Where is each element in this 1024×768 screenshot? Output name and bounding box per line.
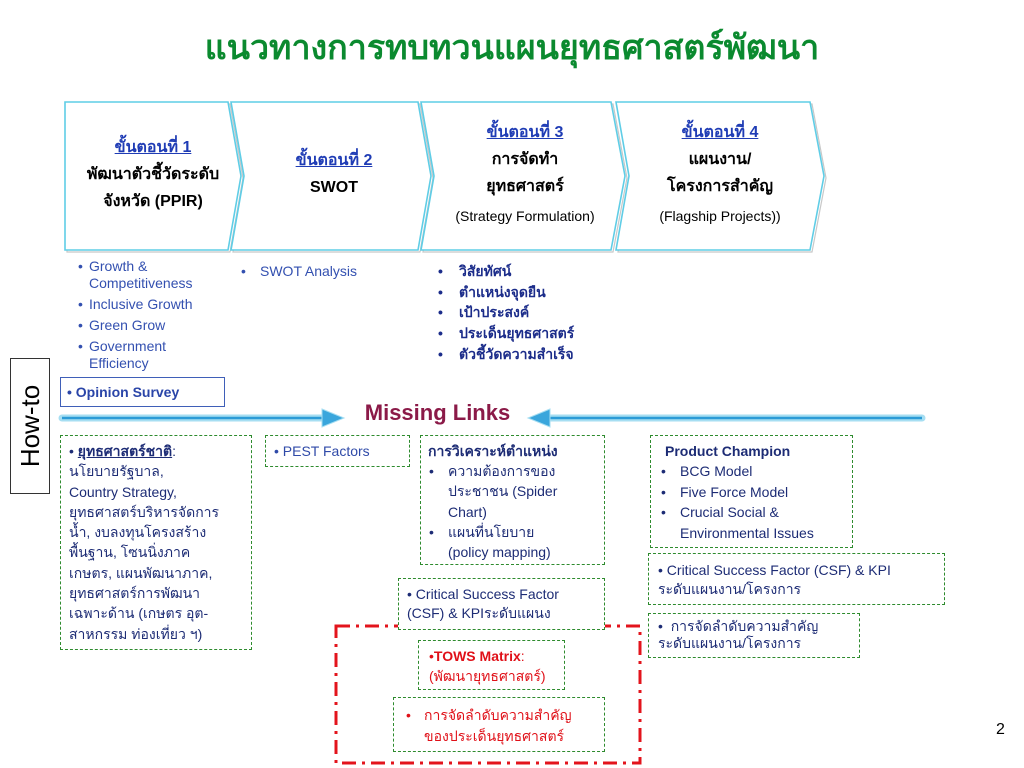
list-item: Crucial Social & Environmental Issues bbox=[660, 502, 840, 543]
text-line: (policy mapping) bbox=[448, 544, 551, 561]
list-item: ความต้องการของ ประชาชน (Spider Chart) bbox=[428, 461, 597, 522]
step-3-bullet-list: วิสัยทัศน์ ตำแหน่งจุดยืน เป้าประสงค์ ประ… bbox=[438, 261, 638, 365]
product-champion-box: Product Champion BCG Model Five Force Mo… bbox=[650, 435, 853, 548]
step-1-text: ขั้นตอนที่ 1 พัฒนาตัวชี้วัดระดับ จังหวัด… bbox=[65, 134, 241, 215]
text-line: (CSF) & KPIระดับแผนง bbox=[407, 605, 551, 621]
text-line: พื้นฐาน, โซนนิ่งภาค bbox=[69, 544, 191, 561]
step-4-line-1: แผนงาน/ bbox=[688, 151, 752, 168]
text-line: Critical Success Factor (CSF) & KPI bbox=[658, 561, 935, 580]
list-item: วิสัยทัศน์ bbox=[438, 261, 638, 282]
right-arrow-head bbox=[526, 408, 551, 428]
how-to-box: How-to bbox=[10, 358, 50, 494]
csf-plan-box: Critical Success Factor (CSF) & KPIระดับ… bbox=[398, 578, 605, 630]
product-champion-heading: Product Champion bbox=[665, 443, 791, 459]
text-line: เฉพาะด้าน (เกษตร อุต- bbox=[69, 605, 209, 622]
national-strategy-colon: : bbox=[172, 443, 177, 459]
tows-heading: •TOWS Matrix: bbox=[429, 648, 525, 664]
text-line: Chart) bbox=[448, 503, 487, 520]
text-line: การจัดลำดับความสำคัญ bbox=[406, 705, 596, 726]
step-4-line-2: โครงการสำคัญ bbox=[666, 178, 774, 195]
list-item: แผนที่นโยบาย (policy mapping) bbox=[428, 522, 597, 562]
text-line: ของประเด็นยุทธศาสตร์ bbox=[424, 728, 565, 744]
text-line: ความต้องการของ bbox=[448, 463, 556, 480]
text-line: ประชาชน (Spider bbox=[448, 483, 558, 500]
tows-subtitle: (พัฒนายุทธศาสตร์) bbox=[429, 668, 546, 684]
list-item: Government Efficiency bbox=[78, 338, 218, 372]
list-item: ตำแหน่งจุดยืน bbox=[438, 282, 638, 303]
step-2-label: ขั้นตอนที่ 2 bbox=[295, 152, 373, 169]
step-1-bullet-list: Growth & Competitiveness Inclusive Growt… bbox=[78, 258, 218, 376]
text-line: การจัดลำดับความสำคัญ bbox=[658, 618, 850, 635]
step-1-line-1: พัฒนาตัวชี้วัดระดับ bbox=[86, 166, 220, 183]
text-line: น้ำ, งบลงทุนโครงสร้าง bbox=[69, 524, 207, 541]
text-line: เกษตร, แผนพัฒนาภาค, bbox=[69, 564, 213, 581]
page-number: 2 bbox=[996, 721, 1005, 738]
right-arrow bbox=[526, 408, 926, 428]
step-3-label: ขั้นตอนที่ 3 bbox=[486, 124, 564, 141]
chevron-step-2 bbox=[230, 101, 432, 251]
national-strategy-box: ยุทธศาสตร์ชาติ: นโยบายรัฐบาล, Country St… bbox=[60, 435, 252, 650]
step-3-text: ขั้นตอนที่ 3 การจัดทำ ยุทธศาสตร์ (Strate… bbox=[430, 119, 620, 230]
tows-title: TOWS Matrix bbox=[433, 648, 521, 664]
list-item: ประเด็นยุทธศาสตร์ bbox=[438, 323, 638, 344]
text-line: Country Strategy, bbox=[69, 483, 177, 500]
positioning-analysis-box: การวิเคราะห์ตำแหน่ง ความต้องการของ ประชา… bbox=[420, 435, 605, 565]
tows-matrix-box: •TOWS Matrix: (พัฒนายุทธศาสตร์) bbox=[418, 640, 565, 690]
text-line: แผนที่นโยบาย bbox=[448, 523, 535, 540]
list-item: BCG Model bbox=[660, 461, 840, 482]
step-4-subtitle: (Flagship Projects)) bbox=[659, 208, 781, 224]
step-3-subtitle: (Strategy Formulation) bbox=[455, 208, 595, 224]
missing-links-arrows bbox=[58, 408, 926, 428]
chevron-step-4 bbox=[615, 101, 825, 251]
list-item: Inclusive Growth bbox=[78, 296, 218, 313]
list-item: เป้าประสงค์ bbox=[438, 302, 638, 323]
list-item: SWOT Analysis bbox=[241, 263, 401, 280]
text-line: นโยบายรัฐบาล, bbox=[69, 463, 164, 480]
step-4-text: ขั้นตอนที่ 4 แผนงาน/ โครงการสำคัญ (Flags… bbox=[625, 119, 815, 230]
pest-factors-box: PEST Factors bbox=[265, 435, 410, 467]
positioning-heading: การวิเคราะห์ตำแหน่ง bbox=[428, 443, 558, 459]
text-line: ระดับแผนงาน/โครงการ bbox=[658, 635, 802, 651]
csf-project-box: Critical Success Factor (CSF) & KPI ระดั… bbox=[648, 553, 945, 605]
tows-colon: : bbox=[520, 648, 525, 664]
process-chevrons bbox=[64, 101, 827, 253]
text-line: ระดับแผนงาน/โครงการ bbox=[658, 581, 802, 597]
national-strategy-heading: ยุทธศาสตร์ชาติ: bbox=[69, 441, 243, 461]
list-item: Growth & Competitiveness bbox=[78, 258, 218, 292]
product-champion-list: BCG Model Five Force Model Crucial Socia… bbox=[660, 461, 840, 543]
list-item: ตัวชี้วัดความสำเร็จ bbox=[438, 344, 638, 365]
text-line: Critical Success Factor bbox=[407, 585, 596, 604]
step-4-label: ขั้นตอนที่ 4 bbox=[681, 124, 759, 141]
chevron-step-3 bbox=[420, 101, 626, 251]
left-arrow-head bbox=[321, 408, 346, 428]
text-line: สาหกรรม ท่องเที่ยว ฯ) bbox=[69, 625, 203, 642]
pest-factors-label: PEST Factors bbox=[274, 441, 401, 461]
step-2-bullet-list: SWOT Analysis bbox=[241, 263, 401, 280]
opinion-survey-box: Opinion Survey bbox=[60, 377, 225, 407]
slide-title: แนวทางการทบทวนแผนยุทธศาสตร์พัฒนา bbox=[204, 29, 820, 67]
missing-links-label: Missing Links bbox=[364, 400, 511, 425]
national-strategy-title: ยุทธศาสตร์ชาติ bbox=[77, 443, 173, 459]
text-line: ยุทธศาสตร์บริหารจัดการ bbox=[69, 503, 220, 520]
step-2-text: ขั้นตอนที่ 2 SWOT bbox=[244, 147, 424, 201]
list-item: Green Grow bbox=[78, 317, 218, 334]
chevron-step-1 bbox=[64, 101, 242, 251]
step-3-line-2: ยุทธศาสตร์ bbox=[486, 178, 564, 195]
step-2-line-1: SWOT bbox=[310, 179, 358, 196]
project-priority-box: การจัดลำดับความสำคัญ ระดับแผนงาน/โครงการ bbox=[648, 613, 860, 658]
left-arrow bbox=[58, 408, 346, 428]
strategy-priority-box: การจัดลำดับความสำคัญ ของประเด็นยุทธศาสตร… bbox=[393, 697, 605, 752]
positioning-list: ความต้องการของ ประชาชน (Spider Chart) แผ… bbox=[428, 461, 597, 562]
step-1-label: ขั้นตอนที่ 1 bbox=[114, 139, 192, 156]
text-line: ยุทธศาสตร์การพัฒนา bbox=[69, 585, 201, 602]
step-1-line-2: จังหวัด (PPIR) bbox=[103, 193, 203, 210]
list-item: Five Force Model bbox=[660, 482, 840, 503]
step-3-line-1: การจัดทำ bbox=[491, 151, 559, 168]
